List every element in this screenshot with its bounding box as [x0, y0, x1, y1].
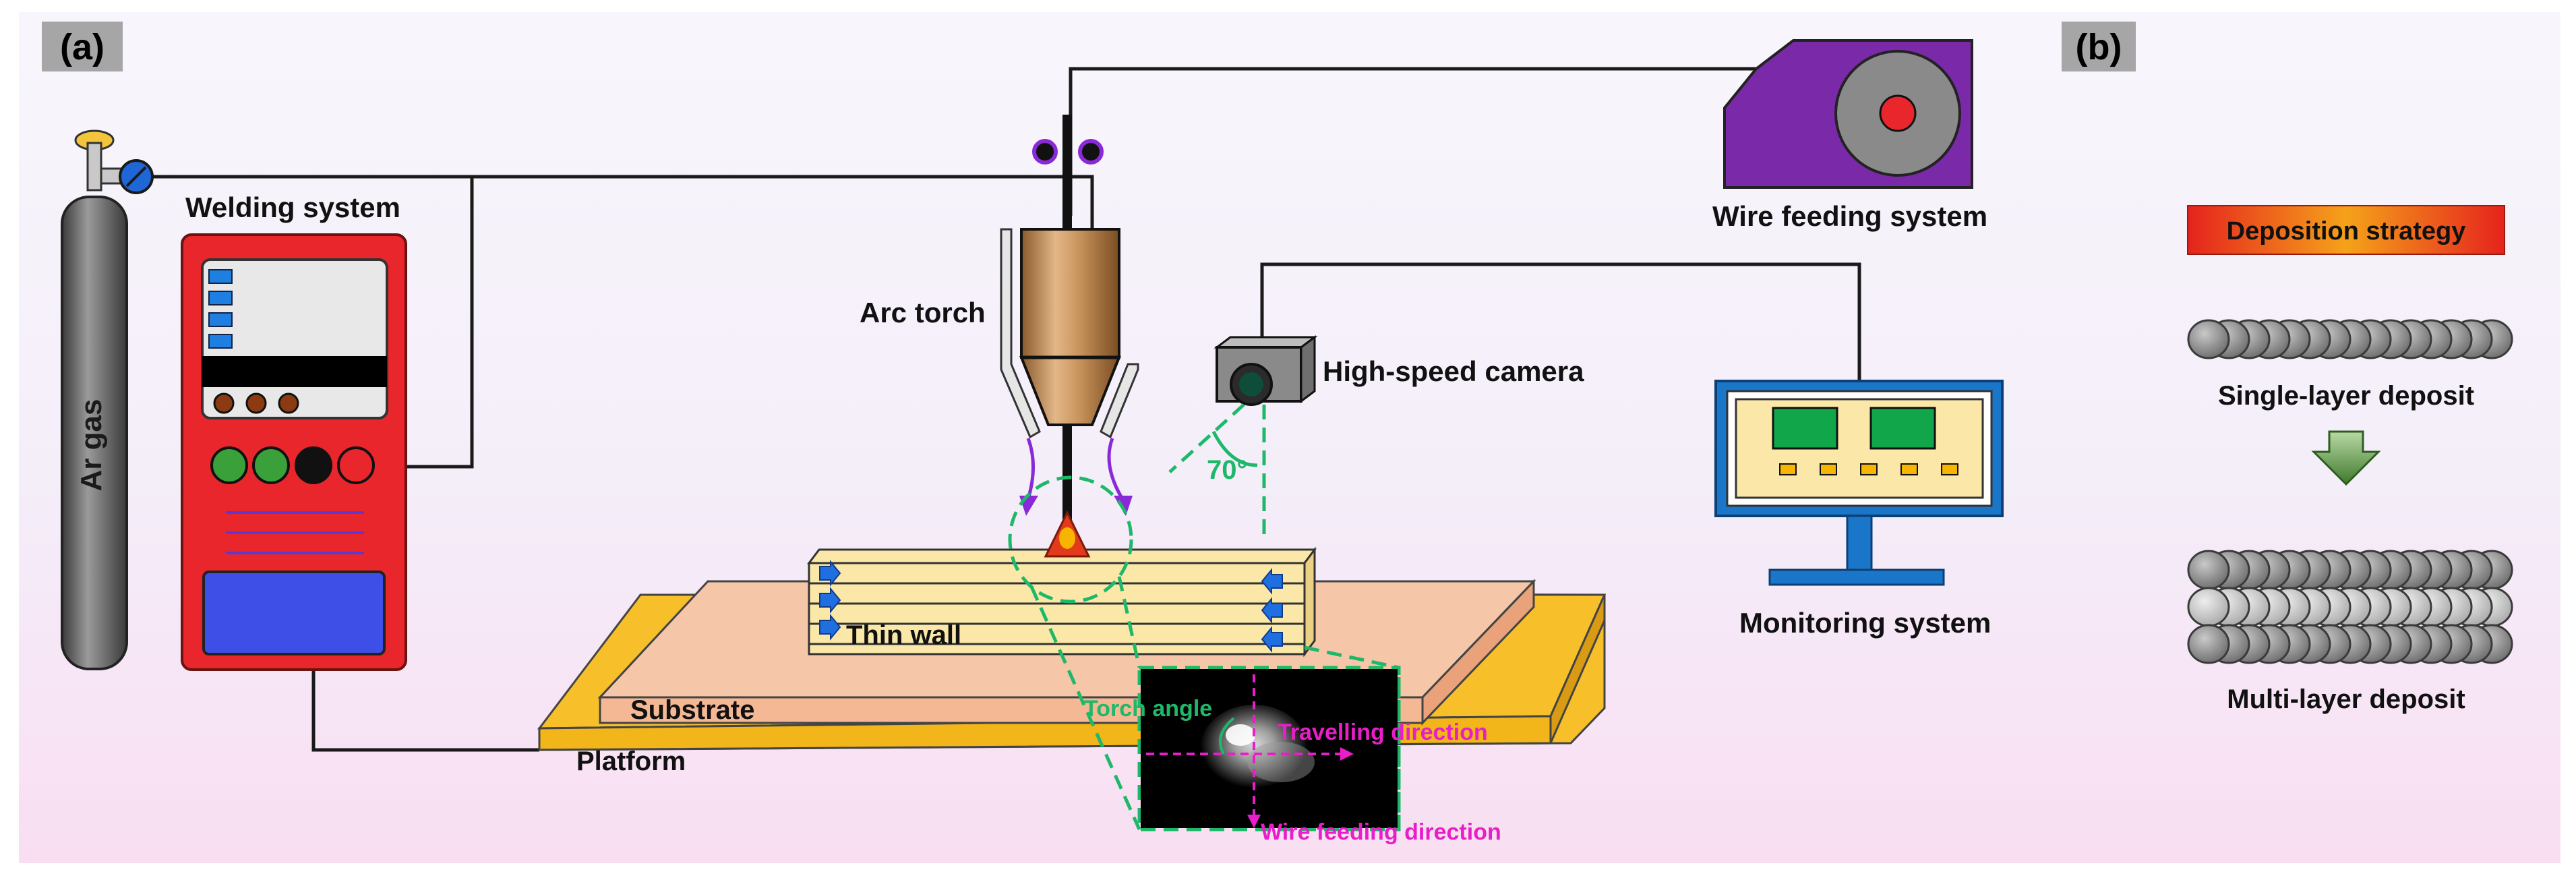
camera-view-lines	[1168, 403, 1266, 539]
arc-plasma	[1044, 510, 1091, 558]
camera-angle-label: 70°	[1207, 455, 1248, 485]
ar-gas-label: Ar gas	[75, 399, 108, 492]
camera-image-inset: Torch angle Travelling direction Wire fe…	[1084, 669, 1501, 845]
welding-system: Welding system	[181, 192, 407, 671]
wire-feed-rollers	[1032, 139, 1104, 165]
svg-text:(a): (a)	[60, 27, 104, 67]
high-speed-camera-label: High-speed camera	[1323, 355, 1584, 387]
travelling-direction-label: Travelling direction	[1278, 720, 1488, 745]
thin-wall-label: Thin wall	[846, 620, 961, 650]
ar-gas-cylinder: Ar gas	[61, 129, 154, 670]
weld-bead	[2187, 624, 2230, 664]
deposition-strategy-panel: Deposition strategy Single-layer deposit…	[2187, 205, 2513, 714]
svg-text:(b): (b)	[2076, 27, 2122, 67]
deposition-strategy-title: Deposition strategy	[2227, 217, 2466, 245]
down-arrow-icon	[2311, 430, 2381, 486]
wire-feeding-direction-label: Wire feeding direction	[1261, 819, 1501, 845]
multi-layer-label: Multi-layer deposit	[2227, 684, 2465, 714]
weld-bead	[2187, 587, 2230, 627]
welding-system-label: Welding system	[185, 192, 400, 223]
monitoring-system: Monitoring system	[1714, 380, 2004, 639]
panel-a-label: (a)	[42, 22, 123, 71]
substrate-label: Substrate	[630, 695, 755, 725]
platform-label: Platform	[576, 747, 686, 776]
wire-feeding-system: Wire feeding system	[1712, 39, 1987, 232]
single-layer-beads	[2187, 319, 2513, 359]
wire-feeding-system-label: Wire feeding system	[1712, 200, 1987, 232]
weld-bead	[2187, 550, 2230, 590]
zoom-indicator	[1008, 475, 1401, 831]
monitoring-system-label: Monitoring system	[1739, 607, 1991, 639]
single-layer-label: Single-layer deposit	[2218, 381, 2474, 411]
arc-torch-label: Arc torch	[860, 297, 986, 328]
layer-direction-arrows	[819, 560, 1283, 653]
high-speed-camera: High-speed camera	[1214, 335, 1584, 406]
panel-b-label: (b)	[2062, 22, 2136, 71]
weld-bead	[2187, 319, 2230, 359]
torch-angle-label: Torch angle	[1084, 696, 1212, 722]
arc-torch: Arc torch	[860, 228, 1139, 513]
multi-layer-beads	[2187, 550, 2513, 664]
